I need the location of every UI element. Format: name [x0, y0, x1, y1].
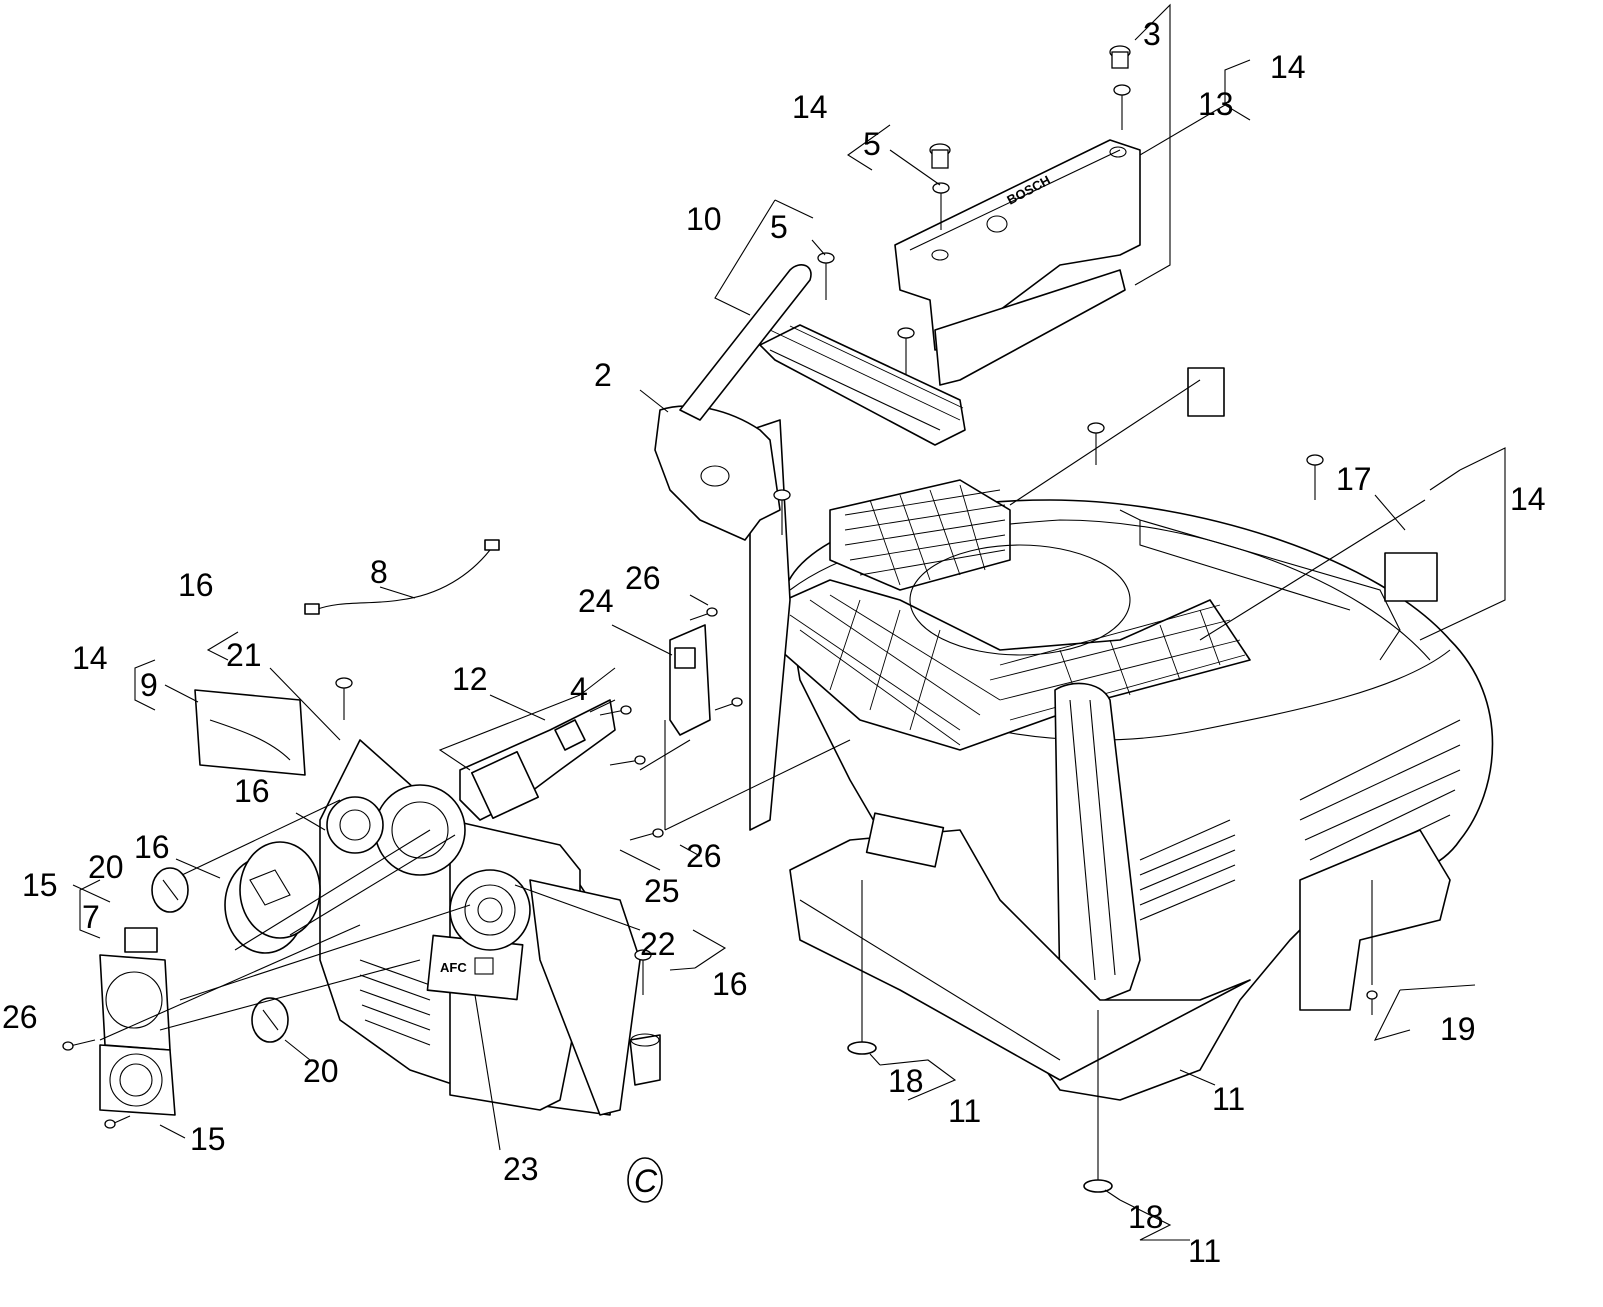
- label-15: 15: [190, 1121, 226, 1157]
- grid-main: [789, 594, 1246, 746]
- label-14: 14: [792, 89, 828, 125]
- panel-text: AFC: [440, 960, 467, 975]
- knob: [224, 841, 321, 954]
- label-11: 11: [948, 1093, 981, 1129]
- label-9: 9: [140, 667, 158, 703]
- label-5: 5: [770, 209, 788, 245]
- screw: [634, 949, 652, 995]
- c-marker: C: [627, 1157, 663, 1203]
- label-3: 3: [1143, 16, 1161, 52]
- stickers: [124, 367, 1438, 953]
- screw: [932, 182, 950, 230]
- screw: [1113, 84, 1131, 130]
- label-22: 22: [640, 926, 676, 962]
- label-2: 2: [594, 357, 612, 393]
- label-26: 26: [625, 560, 661, 596]
- label-13: 13: [1198, 86, 1234, 122]
- front-cover: AFC: [319, 739, 641, 1116]
- grid-top-left: [844, 484, 1006, 586]
- screw: [714, 697, 743, 711]
- screw: [773, 489, 791, 535]
- screw: [609, 755, 646, 766]
- label-11: 11: [1188, 1233, 1221, 1269]
- screw: [689, 607, 718, 621]
- screw: [1306, 454, 1324, 500]
- label-18: 18: [1128, 1199, 1164, 1235]
- plug: [1109, 45, 1131, 69]
- leader-lines: [72, 3, 1506, 1241]
- label-12: 12: [452, 661, 488, 697]
- label-16: 16: [178, 567, 214, 603]
- switch-assembly: [459, 699, 616, 821]
- screw: [897, 327, 915, 375]
- hose-holder: [654, 264, 812, 541]
- label-20: 20: [88, 849, 124, 885]
- label-24: 24: [578, 583, 614, 619]
- label-26: 26: [2, 999, 38, 1035]
- screw: [104, 1115, 131, 1129]
- label-16: 16: [234, 773, 270, 809]
- feet: [847, 880, 1373, 1193]
- screws: [62, 45, 1378, 1129]
- main-housing: [749, 419, 1494, 1101]
- label-14: 14: [1510, 481, 1546, 517]
- clip: [629, 1033, 661, 1086]
- screw: [599, 705, 632, 716]
- label-14: 14: [1270, 49, 1306, 85]
- bracket: [669, 624, 711, 736]
- label-10: 10: [686, 201, 722, 237]
- label-20: 20: [303, 1053, 339, 1089]
- top-handle: BOSCH: [894, 139, 1141, 386]
- part-labels: 3 14 13 14 5 10 5 2 14 17 8 16 26 24 21 …: [2, 16, 1546, 1269]
- label-7: 7: [82, 899, 100, 935]
- small-knobs: [151, 867, 289, 1043]
- screw: [629, 828, 664, 841]
- label-14: 14: [72, 640, 108, 676]
- cable: [304, 539, 500, 615]
- label-21: 21: [226, 637, 262, 673]
- label-16: 16: [134, 829, 170, 865]
- plug: [929, 143, 951, 169]
- label-17: 17: [1336, 461, 1372, 497]
- label-5: 5: [863, 126, 881, 162]
- label-23: 23: [503, 1151, 539, 1187]
- label-8: 8: [370, 554, 388, 590]
- socket-cover: [99, 954, 176, 1116]
- handle-grip: [759, 324, 966, 446]
- label-11: 11: [1212, 1081, 1245, 1117]
- label-4: 4: [570, 671, 588, 707]
- screw: [1087, 422, 1105, 465]
- label-16: 16: [712, 966, 748, 1002]
- label-18: 18: [888, 1063, 924, 1099]
- screw: [1366, 990, 1378, 1015]
- label-15: 15: [22, 867, 58, 903]
- label-26: 26: [686, 838, 722, 874]
- label-19: 19: [1440, 1011, 1476, 1047]
- screw: [62, 1039, 96, 1051]
- screw: [817, 252, 835, 300]
- screw: [335, 677, 353, 720]
- marker-symbol: C: [634, 1163, 658, 1199]
- label-25: 25: [644, 873, 680, 909]
